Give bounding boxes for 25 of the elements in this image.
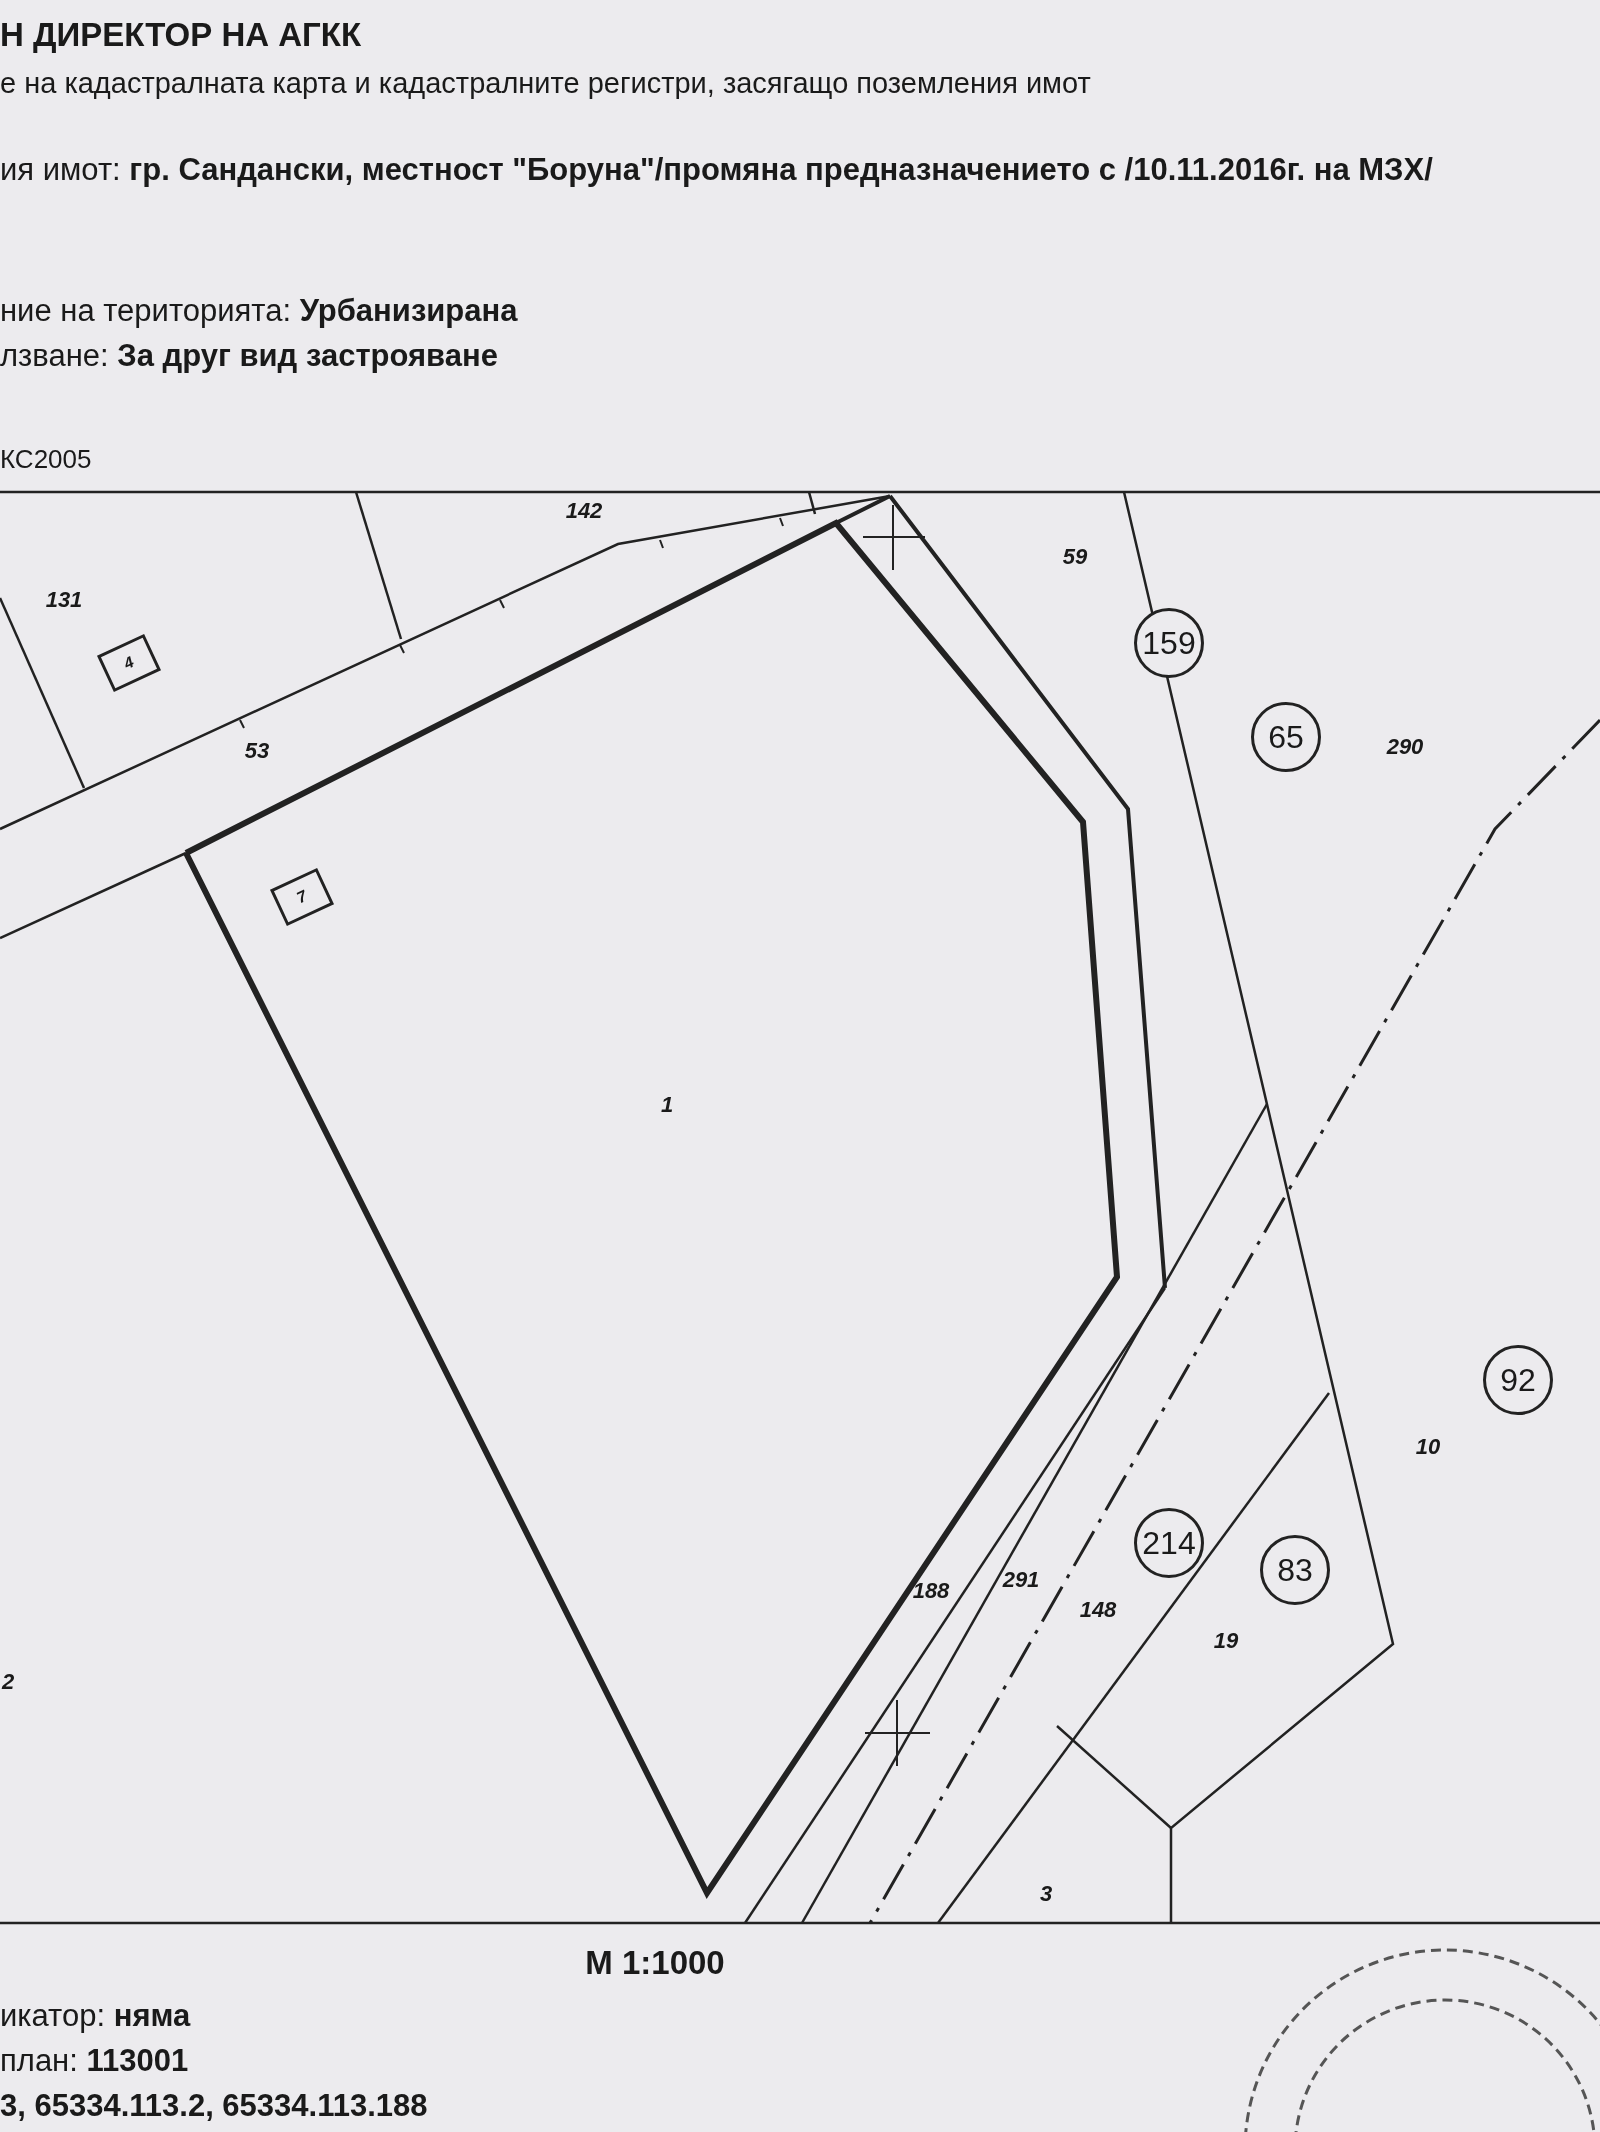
parcel-ids-text: 3, 65334.113.2, 65334.113.188: [0, 2087, 428, 2125]
building-square: 4: [97, 633, 161, 693]
parcel-number: 59: [1062, 542, 1088, 571]
parcel-number: 290: [1386, 732, 1424, 761]
detail-text: икатор: няма: [0, 1997, 191, 2035]
parcel-number: 142: [565, 496, 603, 525]
usage-text: лзване: За друг вид застрояване: [0, 337, 498, 375]
territory-text: ние на територията: Урбанизирана: [0, 292, 518, 330]
parcel-number: 2: [1, 1667, 15, 1696]
parcel-number: 291: [1002, 1565, 1040, 1594]
coordinate-system-text: КС2005: [0, 443, 92, 476]
parcel-number: 1: [660, 1090, 674, 1119]
heading-text: Н ДИРЕКТОР НА АГКК: [0, 15, 362, 55]
parcel-number: 53: [244, 736, 270, 765]
building-square: 7: [270, 867, 334, 927]
scale-text: M 1:1000: [585, 1943, 725, 1984]
parcel-number: 148: [1079, 1595, 1117, 1624]
parcel-number: 19: [1213, 1626, 1239, 1655]
parcel-number: 3: [1039, 1879, 1053, 1908]
parcel-number: 131: [45, 585, 83, 614]
subject-text: е на кадастралната карта и кадастралните регистри, засягащо поземления имот: [0, 66, 1091, 101]
property-text: ия имот: гр. Сандански, местност "Боруна"/промяна предназначението с /10.11.2016г. на МЗХ/: [0, 151, 1434, 189]
plan-text: план: 113001: [0, 2042, 189, 2080]
parcel-number: 10: [1415, 1432, 1441, 1461]
parcel-number: 188: [912, 1576, 950, 1605]
